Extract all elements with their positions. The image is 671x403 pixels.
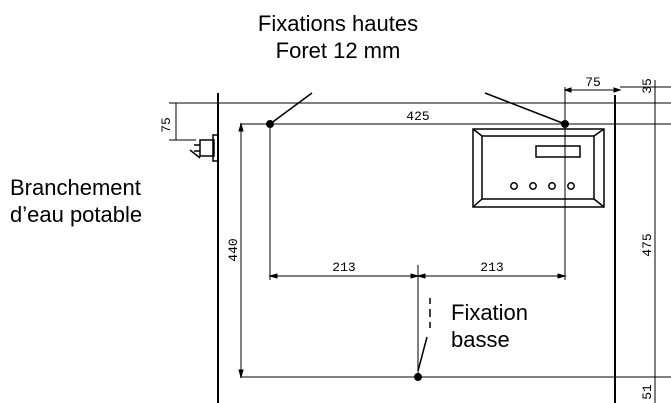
dimension-75-left xyxy=(169,103,196,141)
callout-top-fixings-line1: Fixations hautes xyxy=(257,11,419,36)
dimension-75-right-label: 75 xyxy=(585,75,601,90)
control-panel-display xyxy=(535,145,581,158)
dimension-75-right xyxy=(563,87,622,93)
dimension-35-label: 35 xyxy=(640,78,655,94)
callout-water-connection-line2: d’eau potable xyxy=(10,202,143,227)
callout-top-fixings-line2: Foret 12 mm xyxy=(275,38,401,63)
callout-bottom-fixing-line2: basse xyxy=(451,327,510,352)
control-panel xyxy=(472,128,605,208)
control-panel-button-1 xyxy=(510,182,518,190)
leader-top-left xyxy=(269,92,313,125)
control-panel-button-4 xyxy=(567,182,575,190)
dimension-75-left-label: 75 xyxy=(159,117,174,133)
leader-bottom xyxy=(417,336,428,372)
dimension-213-right-label: 213 xyxy=(480,260,503,275)
leader-lines xyxy=(189,92,566,372)
fixing-point-top-left xyxy=(266,120,274,128)
control-panel-outer xyxy=(472,128,605,208)
dimension-425-label: 425 xyxy=(406,109,429,124)
control-panel-inner xyxy=(481,135,595,200)
callout-top-fixings: Fixations hautes Foret 12 mm xyxy=(248,10,428,64)
callout-water-connection-line1: Branchement xyxy=(10,175,141,200)
dimension-51-label: 51 xyxy=(640,384,655,400)
leader-top-right xyxy=(484,92,566,125)
fixing-point-top-right xyxy=(561,120,569,128)
water-connection-fitting-icon xyxy=(194,134,219,162)
callout-bottom-fixing-line1: Fixation xyxy=(451,300,529,325)
dimension-440 xyxy=(238,122,244,379)
dimension-475-label: 475 xyxy=(640,233,655,256)
leader-water xyxy=(189,149,201,159)
dimension-213-line xyxy=(268,273,567,279)
control-panel-button-2 xyxy=(529,182,537,190)
fixing-point-bottom xyxy=(414,373,422,381)
control-panel-button-3 xyxy=(548,182,556,190)
dimension-440-label: 440 xyxy=(226,238,241,261)
callout-water-connection: Branchement d’eau potable xyxy=(10,174,142,228)
dimension-213-left-label: 213 xyxy=(332,260,355,275)
callout-bottom-fixing: Fixation basse xyxy=(451,299,528,353)
